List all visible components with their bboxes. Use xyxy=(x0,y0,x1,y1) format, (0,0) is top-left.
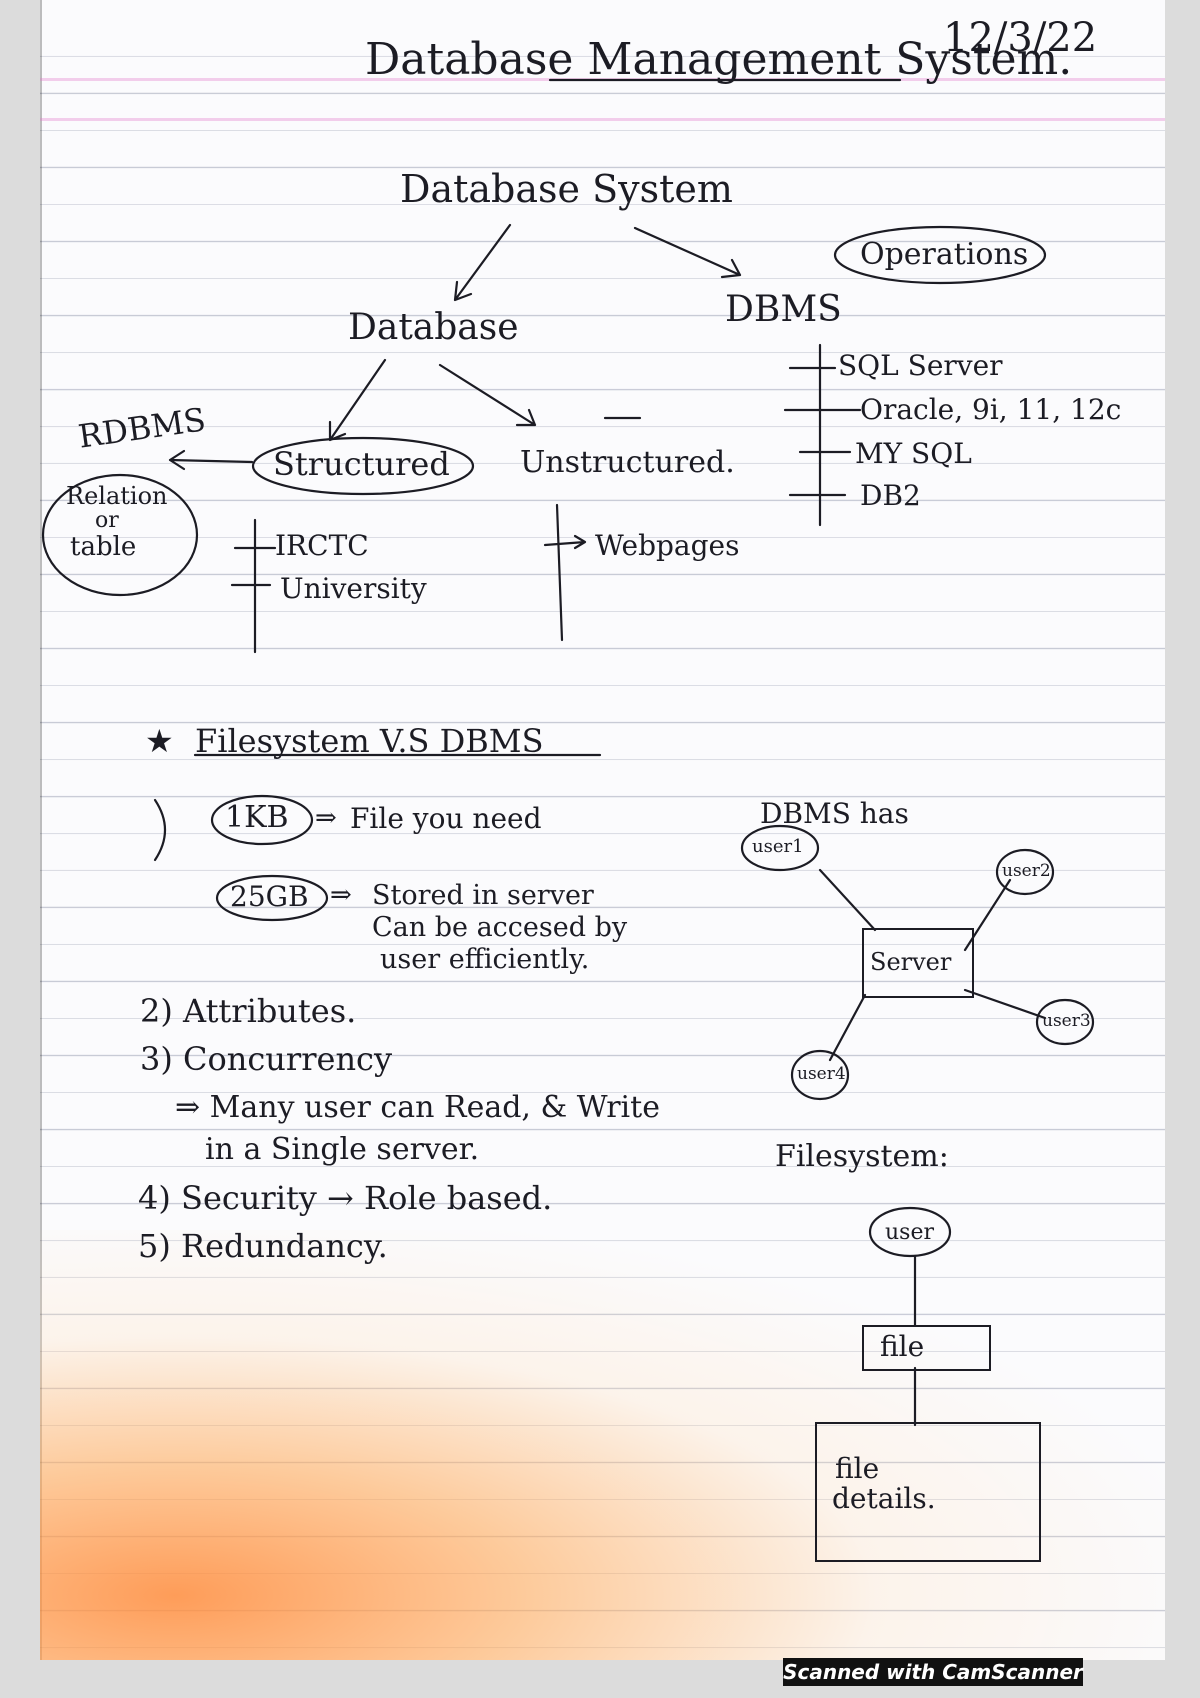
details-line: details. xyxy=(832,1482,936,1515)
root-label: Database System xyxy=(400,167,733,211)
kb-label: 1KB xyxy=(225,800,289,835)
gb-circle xyxy=(215,874,329,922)
arrow-to-rdbms xyxy=(168,449,254,471)
database-label: Database xyxy=(348,307,519,348)
kb-circle xyxy=(210,794,314,846)
arrow-to-unstructured xyxy=(438,363,537,427)
margin-rule xyxy=(40,0,42,1660)
or-text: or xyxy=(95,508,119,533)
arrow-icon: ⇒ xyxy=(330,880,352,910)
point-item: in a Single server. xyxy=(205,1132,480,1167)
point-item: 2) Attributes. xyxy=(140,992,357,1030)
notebook-page xyxy=(40,0,1165,1660)
dbms-item: MY SQL xyxy=(855,437,972,470)
file-box xyxy=(862,1325,991,1371)
server-box xyxy=(862,928,974,998)
pink-line xyxy=(40,118,1165,121)
file-details-box xyxy=(815,1422,1041,1562)
relation-circle xyxy=(41,473,199,597)
scanner-watermark: Scanned with CamScanner xyxy=(783,1658,1083,1686)
dbms-item: DB2 xyxy=(860,479,921,512)
star-icon: ★ xyxy=(145,722,174,760)
user-node: user2 xyxy=(1002,861,1051,881)
structured-item: University xyxy=(280,572,427,605)
gb-label: 25GB xyxy=(230,880,309,913)
dbms-item: Oracle, 9i, 11, 12c xyxy=(860,393,1122,426)
gb-line: Stored in server xyxy=(372,880,594,911)
table-text: table xyxy=(70,532,137,562)
unstructured-label: Unstructured. xyxy=(520,445,735,480)
arrow-to-database xyxy=(453,223,512,302)
kb-text: File you need xyxy=(350,802,542,835)
details-line: file xyxy=(835,1452,880,1485)
structured-item: IRCTC xyxy=(275,529,369,562)
arrow-to-structured xyxy=(328,358,387,442)
relation-text: Relation xyxy=(66,482,168,510)
gb-line: user efficiently. xyxy=(380,944,590,975)
section-heading: Filesystem V.S DBMS xyxy=(195,722,544,760)
fs-user: user xyxy=(885,1220,934,1245)
date: 12/3/22 xyxy=(943,15,1098,61)
point-item: 3) Concurrency xyxy=(140,1040,393,1078)
operations-ellipse xyxy=(833,225,1047,285)
user-node: user3 xyxy=(1042,1011,1091,1031)
unstructured-item: Webpages xyxy=(595,529,740,562)
user-node: user1 xyxy=(752,836,804,857)
operations-label: Operations xyxy=(860,237,1029,272)
file-label: file xyxy=(880,1330,925,1363)
structured-ellipse xyxy=(251,436,475,496)
arrow-to-dbms xyxy=(633,226,742,279)
dbms-item: SQL Server xyxy=(838,349,1003,382)
user-node: user4 xyxy=(797,1064,846,1084)
structured-label: Structured xyxy=(273,445,450,483)
dbms-has-caption: DBMS has xyxy=(760,797,909,830)
server-label: Server xyxy=(870,948,952,976)
gb-line: Can be accesed by xyxy=(372,912,628,943)
dbms-label: DBMS xyxy=(725,289,842,330)
filesystem-caption: Filesystem: xyxy=(775,1139,949,1174)
point-item: ⇒ Many user can Read, & Write xyxy=(175,1090,660,1125)
point-item: 4) Security → Role based. xyxy=(138,1179,553,1217)
point-item: 5) Redundancy. xyxy=(138,1227,388,1265)
implies-icon: ⇒ xyxy=(315,803,337,833)
page-title: Database Management System. xyxy=(365,34,1073,85)
